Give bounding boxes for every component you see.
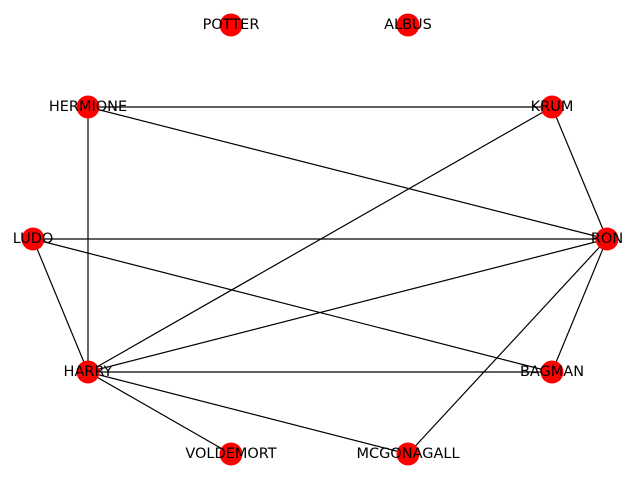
node-label-krum: KRUM bbox=[531, 99, 574, 115]
edge-hermione-ron bbox=[87, 106, 608, 240]
node-label-hermione: HERMIONE bbox=[49, 99, 127, 115]
edges-layer bbox=[32, 106, 608, 455]
node-label-voldemort: VOLDEMORT bbox=[185, 446, 276, 462]
edge-krum-ron bbox=[551, 106, 608, 240]
edge-harry-mcgonagall bbox=[87, 371, 409, 455]
node-bagman bbox=[540, 360, 564, 384]
node-harry bbox=[76, 360, 100, 384]
node-albus bbox=[396, 13, 420, 37]
edge-ron-harry bbox=[87, 238, 608, 373]
node-label-ludo: LUDO bbox=[13, 231, 54, 247]
edge-ron-mcgonagall bbox=[407, 238, 608, 455]
node-label-ron: RON bbox=[591, 231, 623, 247]
edge-ron-bagman bbox=[551, 238, 608, 373]
node-potter bbox=[219, 13, 243, 37]
edge-harry-voldemort bbox=[87, 371, 232, 455]
node-label-mcgonagall: MCGONAGALL bbox=[356, 446, 459, 462]
node-hermione bbox=[76, 95, 100, 119]
labels-layer: POTTER ALBUS HERMIONE KRUM LUDO RON HARRY BAGMA… bbox=[13, 17, 623, 462]
node-label-albus: ALBUS bbox=[384, 17, 432, 33]
node-voldemort bbox=[219, 442, 243, 466]
node-krum bbox=[540, 95, 564, 119]
nodes-layer bbox=[21, 13, 619, 466]
node-label-potter: POTTER bbox=[203, 17, 260, 33]
node-label-bagman: BAGMAN bbox=[520, 364, 584, 380]
node-mcgonagall bbox=[396, 442, 420, 466]
edge-ludo-harry bbox=[32, 238, 89, 373]
node-ron bbox=[595, 227, 619, 251]
node-label-harry: HARRY bbox=[64, 364, 113, 380]
node-ludo bbox=[21, 227, 45, 251]
edge-ludo-bagman bbox=[32, 238, 553, 373]
